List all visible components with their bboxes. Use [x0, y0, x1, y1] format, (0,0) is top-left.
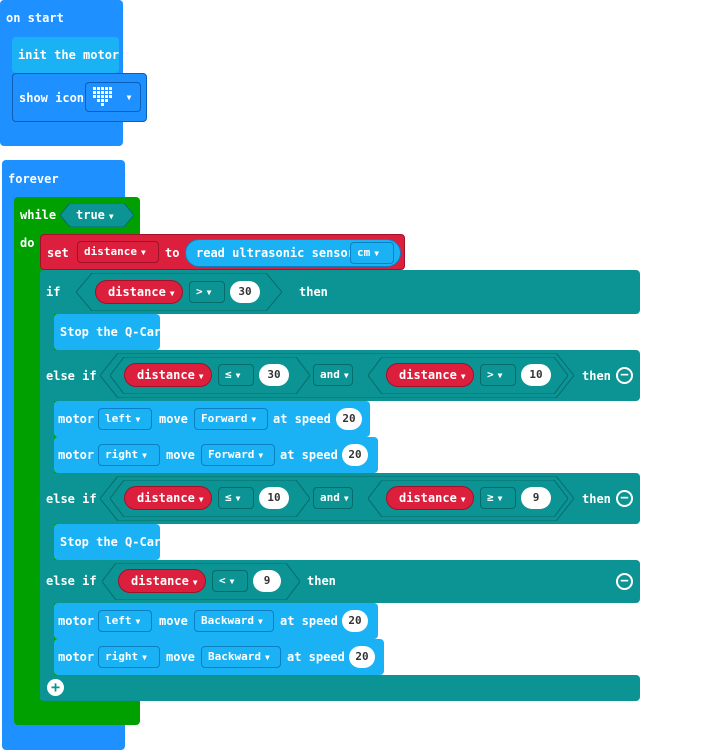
motor-block[interactable]: motor right▼ move Forward▼ at speed 20 [54, 437, 378, 473]
speed-value[interactable]: 20 [349, 646, 375, 668]
comparison-dropdown[interactable]: ≥▼ [480, 487, 516, 509]
direction-dropdown[interactable]: Forward▼ [194, 408, 268, 430]
comparison-dropdown[interactable]: ≤▼ [218, 487, 254, 509]
motor-label: motor [58, 448, 95, 462]
show-icon-label: show icon [19, 91, 85, 105]
heart-icon [93, 87, 112, 106]
at-speed-label: at speed [273, 412, 331, 426]
else-if-block[interactable]: else if distance▼ ≤▼ 30 and▼ distance▼ >… [40, 350, 640, 401]
and-dropdown[interactable]: and▼ [313, 487, 353, 509]
to-label: to [165, 246, 180, 260]
if-block[interactable]: if distance▼ >▼ 30 then [40, 270, 640, 314]
then-label: then [299, 285, 328, 299]
else-if-block[interactable]: else if distance▼ <▼ 9 then − [40, 560, 640, 603]
remove-branch-icon[interactable]: − [616, 367, 633, 384]
condition-variable[interactable]: distance▼ [95, 280, 183, 304]
remove-branch-icon[interactable]: − [616, 490, 633, 507]
read-sensor-block[interactable]: read ultrasonic sensor cm▼ [185, 239, 401, 267]
motor-label: motor [58, 412, 95, 426]
comparison-dropdown[interactable]: >▼ [480, 364, 516, 386]
at-speed-label: at speed [280, 614, 338, 628]
stop-qcar-block[interactable]: Stop the Q-Car [54, 524, 162, 560]
direction-dropdown[interactable]: Backward▼ [201, 646, 281, 668]
condition-variable[interactable]: distance▼ [386, 363, 474, 387]
else-if-label: else if [46, 492, 97, 506]
stop-qcar-label: Stop the Q-Car [60, 535, 162, 549]
set-distance-block[interactable]: set distance▼ to read ultrasonic sensor … [40, 234, 405, 270]
move-label: move [159, 412, 188, 426]
at-speed-label: at speed [280, 448, 338, 462]
condition-variable[interactable]: distance▼ [118, 569, 206, 593]
comparison-dropdown[interactable]: >▼ [189, 281, 225, 303]
motor-side-dropdown[interactable]: right▼ [98, 646, 160, 668]
and-dropdown[interactable]: and▼ [313, 364, 353, 386]
init-motor-label: init the motor [18, 48, 120, 62]
do-label: do [20, 236, 35, 250]
speed-value[interactable]: 20 [342, 610, 368, 632]
motor-side-dropdown[interactable]: left▼ [98, 408, 152, 430]
while-label: while [20, 208, 57, 222]
motor-block[interactable]: motor left▼ move Backward▼ at speed 20 [54, 603, 378, 639]
add-branch-icon[interactable]: + [47, 679, 64, 696]
condition-variable[interactable]: distance▼ [386, 486, 474, 510]
set-variable-dropdown[interactable]: distance▼ [77, 241, 159, 263]
direction-dropdown[interactable]: Backward▼ [194, 610, 274, 632]
speed-value[interactable]: 20 [342, 444, 368, 466]
move-label: move [166, 650, 195, 664]
forever-label: forever [8, 172, 59, 186]
motor-block[interactable]: motor left▼ move Forward▼ at speed 20 [54, 401, 370, 437]
set-label: set [47, 246, 69, 260]
comparison-value[interactable]: 9 [521, 487, 551, 509]
motor-side-dropdown[interactable]: left▼ [98, 610, 152, 632]
motor-block[interactable]: motor right▼ move Backward▼ at speed 20 [54, 639, 384, 675]
init-motor-block[interactable]: init the motor [12, 37, 119, 73]
direction-dropdown[interactable]: Forward▼ [201, 444, 275, 466]
comparison-value[interactable]: 30 [259, 364, 289, 386]
comparison-value[interactable]: 9 [253, 570, 281, 592]
then-label: then [582, 492, 611, 506]
comparison-dropdown[interactable]: ≤▼ [218, 364, 254, 386]
if-block-footer: + [40, 675, 640, 701]
condition-variable[interactable]: distance▼ [124, 486, 212, 510]
chevron-down-icon: ▼ [126, 93, 132, 102]
sensor-unit-dropdown[interactable]: cm▼ [350, 242, 394, 264]
move-label: move [159, 614, 188, 628]
motor-side-dropdown[interactable]: right▼ [98, 444, 160, 466]
comparison-value[interactable]: 10 [521, 364, 551, 386]
at-speed-label: at speed [287, 650, 345, 664]
motor-label: motor [58, 650, 95, 664]
move-label: move [166, 448, 195, 462]
stop-qcar-block[interactable]: Stop the Q-Car [54, 314, 162, 350]
then-label: then [582, 369, 611, 383]
show-icon-block[interactable]: show icon ▼ [12, 73, 147, 122]
read-sensor-label: read ultrasonic sensor [196, 246, 355, 260]
comparison-dropdown[interactable]: <▼ [212, 570, 248, 592]
else-if-label: else if [46, 369, 97, 383]
stop-qcar-label: Stop the Q-Car [60, 325, 162, 339]
on-start-label: on start [6, 11, 64, 25]
comparison-value[interactable]: 30 [230, 281, 260, 303]
condition-variable[interactable]: distance▼ [124, 363, 212, 387]
remove-branch-icon[interactable]: − [616, 573, 633, 590]
if-label: if [46, 285, 61, 299]
else-if-label: else if [46, 574, 97, 588]
speed-value[interactable]: 20 [336, 408, 362, 430]
comparison-value[interactable]: 10 [259, 487, 289, 509]
then-label: then [307, 574, 336, 588]
else-if-block[interactable]: else if distance▼ ≤▼ 10 and▼ distance▼ ≥… [40, 473, 640, 524]
motor-label: motor [58, 614, 95, 628]
icon-dropdown[interactable]: ▼ [85, 82, 141, 112]
while-condition[interactable] [60, 203, 134, 227]
while-condition-text: true▼ [76, 208, 114, 222]
